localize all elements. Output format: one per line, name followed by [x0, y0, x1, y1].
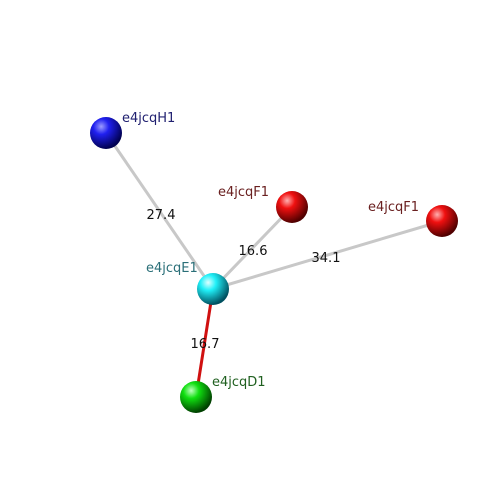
edge-e1-f1a	[211, 205, 294, 291]
atom-label-e1: e4jcqE1	[146, 261, 198, 276]
edge-e1-f1b	[212, 219, 443, 291]
atom-f1b	[426, 205, 458, 237]
atom-label-d1: e4jcqD1	[212, 375, 266, 390]
edge-e1-d1	[194, 288, 215, 398]
atom-label-h1: e4jcqH1	[122, 111, 175, 126]
edge-label-e1-f1b: 34.1	[312, 251, 341, 266]
atom-f1a	[276, 191, 308, 223]
edge-label-e1-d1: 16.7	[191, 337, 220, 352]
atom-label-f1a: e4jcqF1	[218, 185, 269, 200]
atom-e1	[197, 273, 229, 305]
edge-label-e1-f1a: 16.6	[239, 244, 268, 259]
atom-d1	[180, 381, 212, 413]
atom-label-f1b: e4jcqF1	[368, 200, 419, 215]
edge-label-e1-h1: 27.4	[147, 208, 176, 223]
atom-h1	[90, 117, 122, 149]
edge-e1-h1	[104, 132, 215, 290]
